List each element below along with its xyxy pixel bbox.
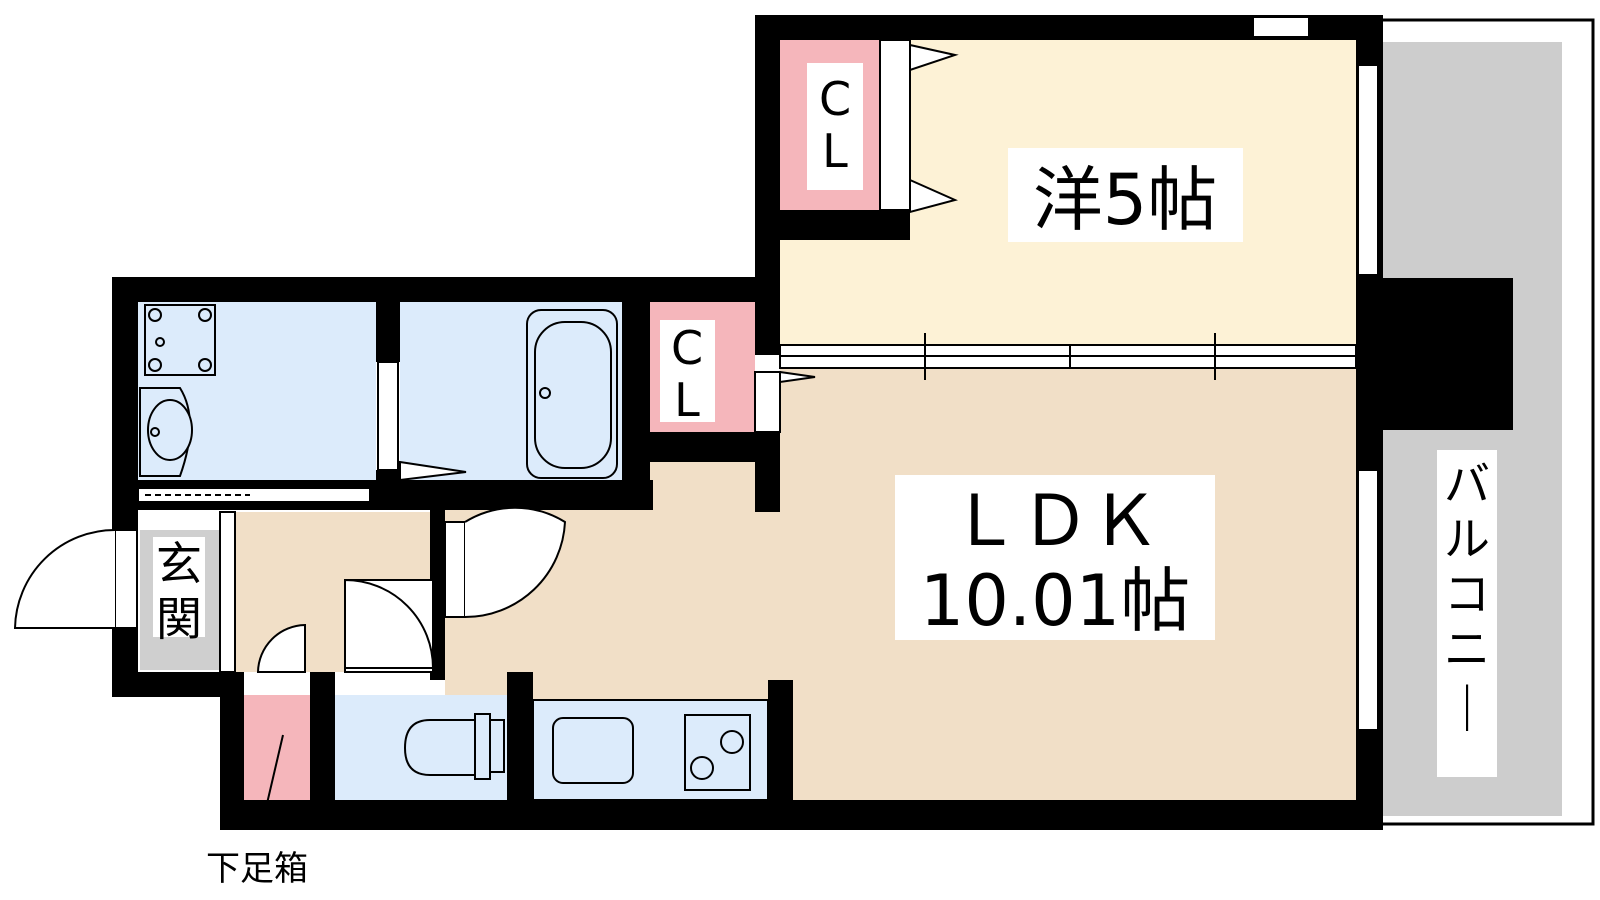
shoe-box-door — [256, 623, 306, 673]
kitchen-counter — [532, 699, 769, 801]
entrance-label-bg — [153, 537, 205, 637]
closet-upper-label-bg — [807, 63, 863, 190]
closet-middle-door — [754, 370, 816, 433]
closet-middle-label-bg — [660, 320, 715, 422]
balcony-label: バルコニ| — [1444, 457, 1490, 732]
window-top — [1252, 16, 1310, 38]
closet-upper-doors — [879, 39, 959, 214]
shoe-box-label: 下足箱 — [206, 849, 308, 889]
shoe-box-leader — [261, 734, 284, 826]
washroom-door — [137, 487, 371, 503]
bathroom-door — [377, 361, 399, 471]
partition-marks — [780, 333, 1356, 380]
window-right-upper — [1357, 64, 1379, 276]
entrance-step — [219, 511, 236, 673]
entrance-door — [13, 529, 138, 629]
ldk-size: 10.01帖 — [920, 560, 1190, 642]
balcony-label-bg — [1437, 450, 1497, 777]
ldk-label-bg — [895, 475, 1215, 640]
shoe-box — [244, 695, 310, 800]
western-room-label-bg — [1008, 148, 1243, 242]
washer-pan — [144, 304, 216, 376]
window-right-lower — [1357, 469, 1379, 731]
wash-basin — [139, 387, 193, 477]
toilet-door — [344, 578, 435, 673]
hall-door — [444, 506, 567, 619]
western-room-label: 洋5帖 — [1033, 159, 1218, 241]
ldk-name: ＬＤＫ — [950, 480, 1160, 562]
bathtub — [526, 309, 618, 479]
bathroom-door-swing — [399, 460, 467, 482]
toilet — [403, 713, 505, 780]
entrance-label: 玄関 — [156, 537, 202, 646]
